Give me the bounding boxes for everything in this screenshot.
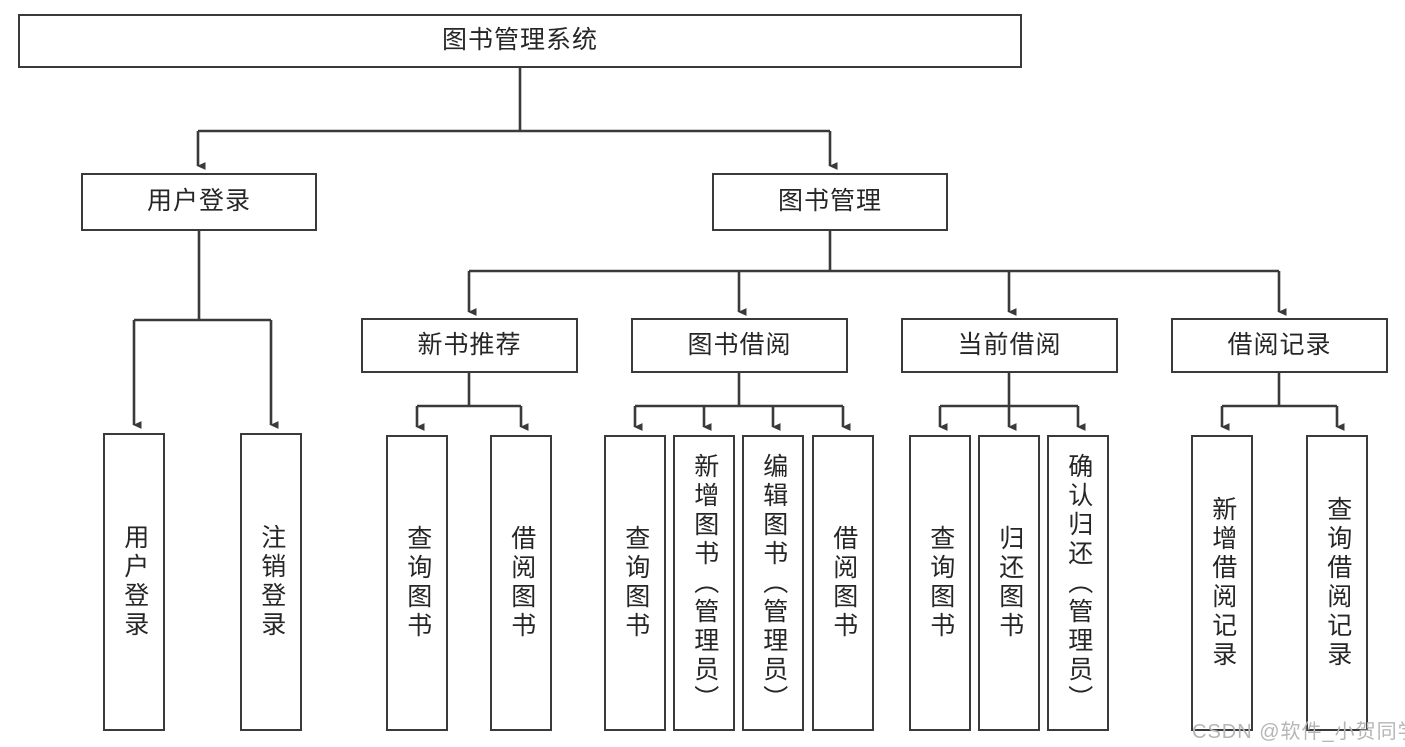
node-label: 注销登录 [257,524,286,640]
node-label: 新书推荐 [417,330,522,359]
node-label: 图书管理 [777,187,882,216]
node-label: 确认归还（管理员） [1064,452,1093,714]
node-label: 借阅记录 [1227,330,1332,359]
node-label: 归还图书 [995,525,1024,641]
node-leaf-query-book-2[interactable]: 查询图书 [604,435,666,731]
node-label: 编辑图书（管理员） [759,452,788,714]
node-leaf-add-record[interactable]: 新增借阅记录 [1191,435,1253,731]
node-label: 当前借阅 [957,330,1062,359]
node-label: 借阅图书 [829,525,858,641]
node-leaf-confirm-return[interactable]: 确认归还（管理员） [1047,435,1109,731]
node-current-borrow[interactable]: 当前借阅 [901,318,1118,373]
node-label: 查询借阅记录 [1323,496,1352,670]
node-label: 新增图书（管理员） [690,452,719,714]
node-leaf-query-book-1[interactable]: 查询图书 [386,435,448,731]
node-leaf-logout-login[interactable]: 注销登录 [240,433,302,731]
node-borrow-record[interactable]: 借阅记录 [1171,318,1388,373]
node-book-management[interactable]: 图书管理 [712,173,948,231]
node-new-book-recommend[interactable]: 新书推荐 [361,318,578,373]
node-leaf-add-book[interactable]: 新增图书（管理员） [673,435,735,731]
node-label: 用户登录 [146,187,251,216]
node-leaf-borrow-book-1[interactable]: 借阅图书 [490,435,552,731]
node-leaf-return-book[interactable]: 归还图书 [978,435,1040,731]
node-leaf-query-book-3[interactable]: 查询图书 [909,435,971,731]
node-label: 图书借阅 [687,330,792,359]
node-label: 用户登录 [120,524,149,640]
node-leaf-query-record[interactable]: 查询借阅记录 [1306,435,1368,731]
node-leaf-edit-book[interactable]: 编辑图书（管理员） [742,435,804,731]
node-label: 借阅图书 [507,525,536,641]
node-label: 查询图书 [926,525,955,641]
node-book-borrow[interactable]: 图书借阅 [631,318,848,373]
node-label: 查询图书 [403,525,432,641]
node-leaf-user-login[interactable]: 用户登录 [103,433,165,731]
csdn-watermark: CSDN @软件_小贺同学 [1192,721,1405,743]
node-user-login[interactable]: 用户登录 [81,173,317,231]
node-root-system[interactable]: 图书管理系统 [18,14,1022,68]
node-leaf-borrow-book-2[interactable]: 借阅图书 [812,435,874,731]
node-label: 新增借阅记录 [1208,496,1237,670]
node-label: 图书管理系统 [441,26,598,55]
node-label: 查询图书 [621,525,650,641]
